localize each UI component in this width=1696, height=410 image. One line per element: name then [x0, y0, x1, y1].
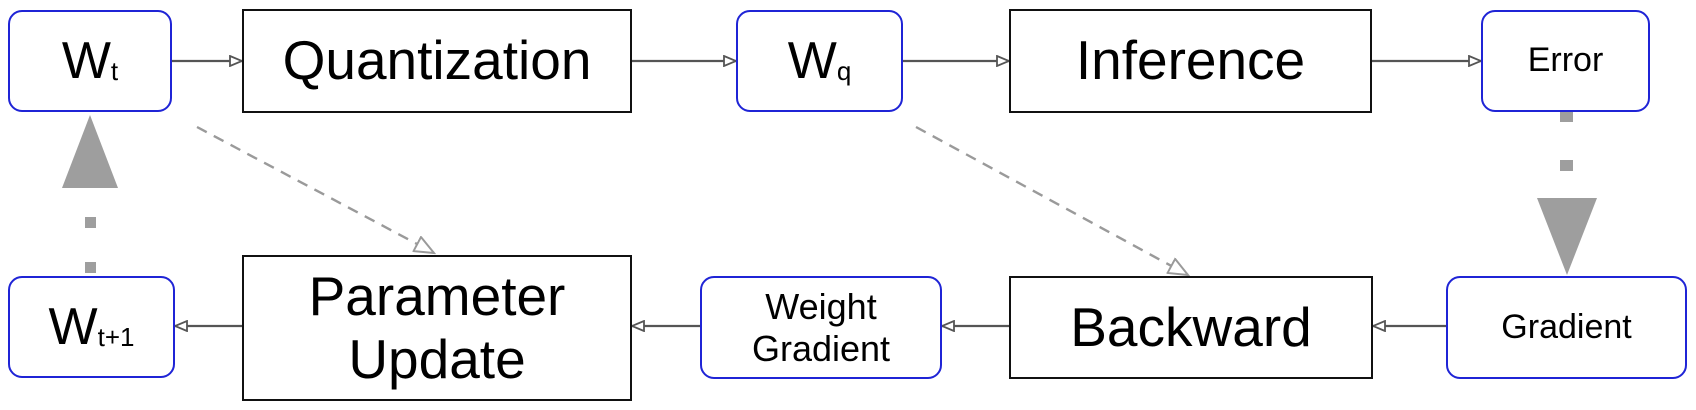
thick-arrow-wt1-to-wt [62, 115, 118, 273]
node-wq-label: Wq [788, 35, 852, 87]
node-backward: Backward [1009, 276, 1373, 379]
node-wt-plus-1-sub: t+1 [97, 322, 135, 352]
node-weight-gradient: Weight Gradient [700, 276, 942, 379]
node-wq-sub: q [836, 56, 852, 86]
node-error-label: Error [1527, 41, 1604, 80]
node-wt-sub: t [110, 56, 119, 86]
node-wt-plus-1-label: Wt+1 [49, 301, 135, 353]
thick-arrow-error-to-gradient [1537, 111, 1597, 275]
node-wt: Wt [8, 10, 172, 112]
node-parameter-update: Parameter Update [242, 255, 632, 401]
node-inference: Inference [1009, 9, 1372, 113]
node-wq-base: W [787, 32, 837, 90]
dashed-arrow-wt-to-parameter-update [196, 125, 434, 253]
node-gradient-label: Gradient [1501, 307, 1632, 346]
node-weight-gradient-line1: Weight [765, 286, 877, 328]
node-weight-gradient-line2: Gradient [751, 327, 891, 369]
node-wt-plus-1-base: W [48, 298, 98, 356]
node-wt-label: Wt [62, 35, 118, 87]
node-quantization-label: Quantization [282, 29, 592, 92]
node-wq: Wq [736, 10, 903, 112]
dashed-arrow-wq-to-backward [915, 125, 1188, 275]
node-wt-plus-1: Wt+1 [8, 276, 175, 378]
node-backward-label: Backward [1070, 295, 1312, 358]
node-gradient: Gradient [1446, 276, 1687, 379]
node-quantization: Quantization [242, 9, 632, 113]
node-parameter-update-line2: Update [348, 328, 526, 390]
node-inference-label: Inference [1075, 29, 1306, 92]
node-parameter-update-line1: Parameter [308, 264, 566, 327]
node-wt-base: W [61, 32, 111, 90]
node-error: Error [1481, 10, 1650, 112]
